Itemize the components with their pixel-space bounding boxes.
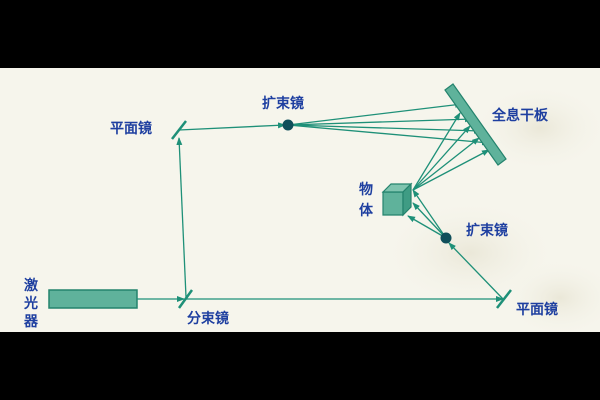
plane-mirror-top [171, 120, 187, 140]
hologram-plate [444, 83, 507, 166]
beam-top-mirror-to-expander [178, 122, 286, 131]
label-plane-mirror-bottom: 平面镜 [516, 301, 558, 318]
laser-source [48, 289, 138, 309]
label-hologram-plate: 全息干板 [491, 107, 549, 124]
beam-right-mirror-to-expander [448, 242, 504, 300]
label-laser: 激 光 器 [23, 277, 43, 330]
beam-paths [137, 101, 504, 302]
label-plane-mirror-top: 平面镜 [110, 120, 152, 137]
beam-splitter-to-top-mirror [176, 137, 187, 298]
label-object-line2: 体 [359, 202, 374, 219]
label-expander-top: 扩束镜 [262, 95, 304, 112]
object-box [381, 182, 413, 217]
label-object-line1: 物 [359, 181, 373, 198]
beam-splitter-mirror [177, 289, 194, 309]
slide-canvas: 平面镜 扩束镜 全息干板 物 体 扩束镜 分束镜 平面镜 激 光 器 [0, 68, 600, 332]
label-expander-bottom: 扩束镜 [466, 222, 508, 239]
plane-mirror-bottom [496, 289, 512, 309]
label-beam-splitter: 分束镜 [187, 310, 229, 327]
beam-expander-top [282, 119, 294, 131]
beam-expander-bottom [440, 232, 452, 244]
holography-setup-diagram: 平面镜 扩束镜 全息干板 物 体 扩束镜 分束镜 平面镜 激 光 器 [23, 83, 600, 332]
